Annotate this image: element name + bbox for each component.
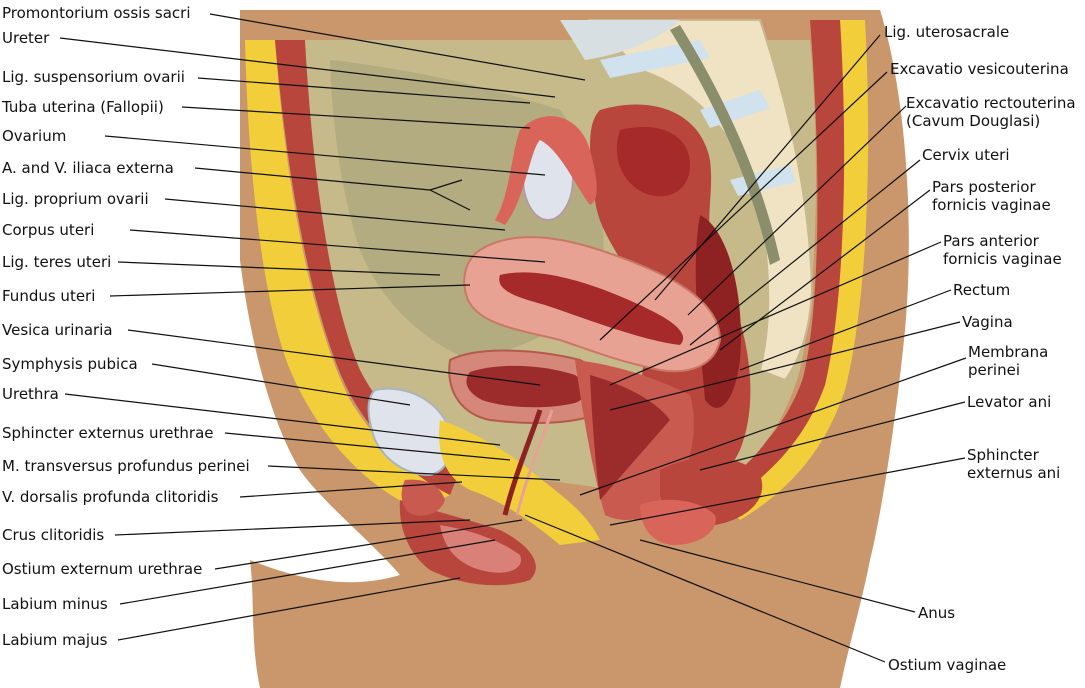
label-levator-ani: Levator ani	[967, 393, 1052, 411]
label-tuba-uterina: Tuba uterina (Fallopii)	[2, 98, 164, 116]
uterine-tube	[495, 116, 597, 225]
label-vagina: Vagina	[962, 313, 1013, 331]
label-crus-clitoridis: Crus clitoridis	[2, 526, 105, 544]
abdominal-fat-left	[245, 40, 450, 510]
peritoneum-upper	[560, 20, 680, 60]
bladder-lumen	[466, 365, 586, 408]
label-corpus-uteri: Corpus uteri	[2, 221, 95, 239]
clitoris-crus	[401, 479, 445, 516]
label-lig-teres-uteri: Lig. teres uteri	[2, 253, 112, 271]
label-ureter: Ureter	[2, 29, 50, 47]
label-sphincter-externus-ani: Sphincter externus ani	[967, 446, 1061, 482]
label-membrana-perinei: Membrana perinei	[968, 343, 1049, 379]
anal-sphincter	[640, 499, 716, 545]
perineal-fat	[439, 420, 600, 545]
label-excavatio-rectouterina: Excavatio rectouterina (Cavum Douglasi)	[906, 94, 1076, 130]
label-ovarium: Ovarium	[2, 127, 67, 145]
label-lig-uterosacrale: Lig. uterosacrale	[884, 23, 1010, 41]
leader-lines-left	[59, 13, 586, 641]
leader-lines-right	[524, 34, 967, 663]
label-cervix-uteri: Cervix uteri	[922, 146, 1010, 164]
label-pars-posterior-fornicis-vaginae: Pars posterior fornicis vaginae	[932, 178, 1051, 214]
label-lig-proprium-ovarii: Lig. proprium ovarii	[2, 190, 149, 208]
urethra	[502, 409, 543, 516]
label-ostium-vaginae: Ostium vaginae	[888, 656, 1007, 674]
label-fundus-uteri: Fundus uteri	[2, 287, 96, 305]
label-v-dorsalis-profunda-clitoridis: V. dorsalis profunda clitoridis	[2, 488, 219, 506]
label-ostium-externum-urethrae: Ostium externum urethrae	[2, 560, 203, 578]
label-labium-minus: Labium minus	[2, 595, 108, 613]
label-pars-anterior-fornicis-vaginae: Pars anterior fornicis vaginae	[943, 232, 1062, 268]
vaginal-lumen	[590, 375, 670, 500]
label-lig-suspensorium-ovarii: Lig. suspensorium ovarii	[2, 68, 185, 86]
label-promontorium-ossis-sacri: Promontorium ossis sacri	[2, 4, 191, 22]
label-urethra: Urethra	[2, 385, 59, 403]
label-excavatio-vesicouterina: Excavatio vesicouterina	[890, 60, 1069, 78]
sacral-canal	[670, 25, 780, 265]
label-rectum: Rectum	[953, 281, 1011, 299]
label-m-transversus-profundus-perinei: M. transversus profundus perinei	[2, 457, 250, 475]
back-muscle-right	[710, 20, 845, 505]
urethra-wall	[515, 409, 554, 516]
uterine-cavity	[499, 272, 684, 345]
label-anus: Anus	[918, 604, 956, 622]
rectum-lumen	[616, 126, 690, 197]
labium-minus-shape	[440, 525, 521, 573]
label-symphysis-pubica: Symphysis pubica	[2, 355, 138, 373]
label-iliaca-externa: A. and V. iliaca externa	[2, 159, 174, 177]
label-labium-majus: Labium majus	[2, 631, 108, 649]
symphysis-pubica	[367, 387, 451, 477]
back-fat-right	[725, 20, 869, 520]
label-vesica-urinaria: Vesica urinaria	[2, 321, 113, 339]
intervertebral-disc-2	[700, 90, 770, 128]
label-sphincter-externus-urethrae: Sphincter externus urethrae	[2, 424, 214, 442]
